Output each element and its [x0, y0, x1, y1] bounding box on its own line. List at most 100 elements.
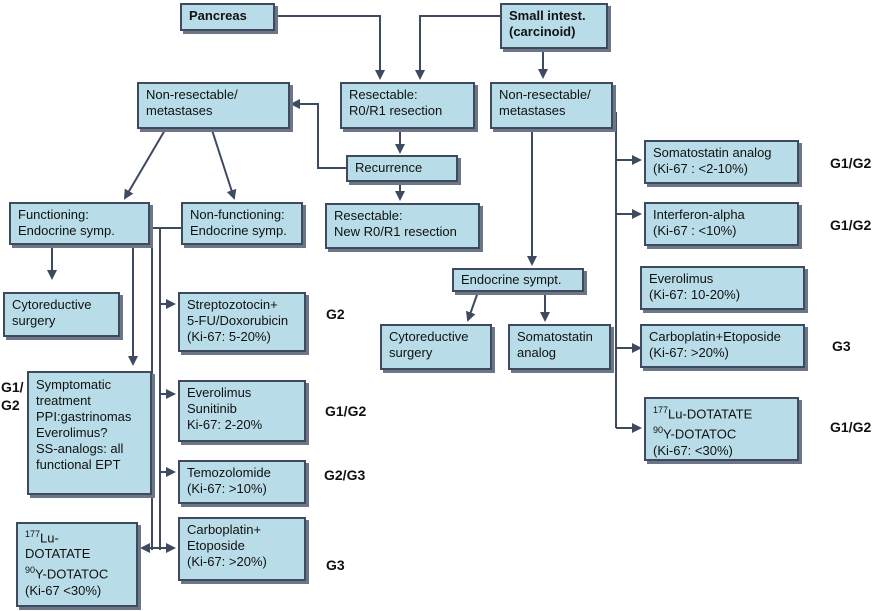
box-recurrence: Recurrence — [346, 155, 458, 182]
box-everolimus-right-line-2: (Ki-67: 10-20%) — [649, 287, 741, 302]
box-resectable-new-line-2: New R0/R1 resection — [334, 224, 457, 239]
box-everolimus-sunitinib-line-2: Sunitinib — [187, 401, 237, 416]
box-symptomatic-line-6: functional EPT — [36, 457, 121, 472]
arrow-endocrine-cytoreductive — [465, 291, 479, 322]
box-functioning-line-1: Functioning: — [18, 207, 89, 222]
box-resectable-new: Resectable: New R0/R1 resection — [325, 203, 480, 249]
lu-right-isotope-90: 90 — [653, 425, 664, 436]
box-small-intest: Small intest. (carcinoid) — [500, 3, 608, 49]
lu-right-isotope-177: 177 — [653, 405, 669, 415]
grade-somatostatin-right: G1/G2 — [830, 155, 872, 171]
box-pancreas: Pancreas — [180, 3, 275, 31]
grade-carboplatin-left: G3 — [326, 557, 345, 573]
arrow-pancreas-resectable — [275, 15, 385, 80]
box-lu-left-line-2: DOTATATE — [25, 546, 91, 562]
box-somatostatin-right-line-1: Somatostatin analog — [653, 145, 772, 160]
grade-lu-right: G1/G2 — [830, 419, 872, 435]
box-temozolomide: Temozolomide (Ki-67: >10%) — [178, 460, 306, 504]
box-carboplatin-right-line-2: (Ki-67: >20%) — [649, 345, 729, 360]
box-nonfunctioning-line-2: Endocrine symp. — [190, 223, 287, 238]
arrow-nonres-functioning — [123, 129, 166, 200]
box-carboplatin-right-line-1: Carboplatin+Etoposide — [649, 329, 781, 344]
box-symptomatic-line-1: Symptomatic — [36, 377, 112, 392]
box-symptomatic-line-3: PPI:gastrinomas — [36, 409, 132, 424]
box-somatostatin-analog-mid-line-1: Somatostatin — [517, 329, 593, 344]
arrow-recurrence-nonres-left — [290, 99, 346, 169]
grade-symptomatic-b: G2 — [1, 397, 20, 413]
lu-left-lu-text: Lu- — [40, 530, 59, 546]
box-nonresectable-left: Non-resectable/ metastases — [137, 82, 290, 129]
box-resectable-new-line-1: Resectable: — [334, 208, 403, 223]
box-carboplatin-right: Carboplatin+Etoposide (Ki-67: >20%) — [640, 324, 805, 368]
box-everolimus-sunitinib: Everolimus Sunitinib Ki-67: 2-20% — [178, 380, 306, 442]
box-cytoreductive-left-line-1: Cytoreductive — [12, 297, 92, 312]
box-carboplatin-left-line-3: (Ki-67: >20%) — [187, 554, 267, 569]
box-nonresectable-left-line-2: metastases — [146, 103, 213, 118]
box-somatostatin-analog-mid: Somatostatin analog — [508, 324, 611, 370]
box-everolimus-right-line-1: Everolimus — [649, 271, 714, 286]
grade-everolimus-sunitinib: G1/G2 — [325, 403, 367, 419]
box-streptozotocin-line-1: Streptozotocin+ — [187, 297, 278, 312]
box-lu-right-line-3: (Ki-67: <30%) — [653, 442, 733, 458]
box-cytoreductive-right-line-1: Cytoreductive — [389, 329, 469, 344]
lu-right-y-text: Y-DOTATOC — [663, 426, 737, 442]
grade-temozolomide: G2/G3 — [324, 467, 366, 483]
lu-right-lu-text: Lu-DOTATATE — [668, 406, 753, 422]
box-everolimus-sunitinib-line-3: Ki-67: 2-20% — [187, 417, 263, 432]
grade-symptomatic-a: G1/ — [1, 379, 24, 395]
box-nonresectable-left-line-1: Non-resectable/ — [146, 87, 238, 102]
lu-left-isotope-90: 90 — [25, 565, 36, 576]
box-cytoreductive-left: Cytoreductive surgery — [3, 292, 120, 337]
box-lu-left: 177Lu- DOTATATE 90Y-DOTATOC (Ki-67 <30%) — [16, 522, 138, 607]
box-carboplatin-left-line-2: Etoposide — [187, 538, 245, 553]
box-cytoreductive-left-line-2: surgery — [12, 313, 56, 328]
box-interferon-line-1: Interferon-alpha — [653, 207, 745, 222]
box-small-intest-line-2: (carcinoid) — [509, 24, 576, 39]
box-lu-left-line-4: (Ki-67 <30%) — [25, 582, 102, 598]
box-lu-left-line-3: 90Y-DOTATOC — [25, 562, 129, 582]
lu-left-y-text: Y-DOTATOC — [35, 566, 109, 582]
box-streptozotocin-line-2: 5-FU/Doxorubicin — [187, 313, 289, 328]
box-resectable: Resectable: R0/R1 resection — [340, 82, 475, 129]
box-functioning: Functioning: Endocrine symp. — [9, 202, 150, 245]
box-functioning-line-2: Endocrine symp. — [18, 223, 115, 238]
arrow-nonres-nonfunctioning — [211, 129, 237, 200]
box-pancreas-line: Pancreas — [189, 8, 247, 23]
box-cytoreductive-right: Cytoreductive surgery — [380, 324, 492, 370]
arrow-smallintest-resectable — [415, 15, 500, 80]
box-interferon-line-2: (Ki-67 : <10%) — [653, 223, 737, 238]
grade-streptozotocin: G2 — [326, 306, 345, 322]
box-resectable-line-2: R0/R1 resection — [349, 103, 443, 118]
box-temozolomide-line-2: (Ki-67: >10%) — [187, 481, 267, 496]
box-interferon: Interferon-alpha (Ki-67 : <10%) — [644, 202, 799, 246]
box-resectable-line-1: Resectable: — [349, 87, 418, 102]
box-nonresectable-right-line-2: metastases — [499, 103, 566, 118]
box-recurrence-line: Recurrence — [355, 160, 423, 175]
box-nonfunctioning: Non-functioning: Endocrine symp. — [181, 202, 303, 245]
box-symptomatic-line-2: treatment — [36, 393, 91, 408]
box-everolimus-right: Everolimus (Ki-67: 10-20%) — [640, 266, 805, 310]
box-symptomatic-line-5: SS-analogs: all — [36, 441, 124, 456]
box-carboplatin-left: Carboplatin+ Etoposide (Ki-67: >20%) — [178, 517, 306, 581]
box-carboplatin-left-line-1: Carboplatin+ — [187, 522, 262, 537]
box-nonresectable-right: Non-resectable/ metastases — [490, 82, 613, 129]
box-temozolomide-line-1: Temozolomide — [187, 465, 271, 480]
box-symptomatic: Symptomatic treatment PPI:gastrinomas Ev… — [27, 371, 152, 495]
box-streptozotocin: Streptozotocin+ 5-FU/Doxorubicin (Ki-67:… — [178, 292, 306, 352]
box-everolimus-sunitinib-line-1: Everolimus — [187, 385, 252, 400]
box-nonfunctioning-line-1: Non-functioning: — [190, 207, 285, 222]
grade-interferon: G1/G2 — [830, 217, 872, 233]
box-endocrine-sympt-line: Endocrine sympt. — [461, 272, 562, 287]
box-lu-left-line-1: 177Lu- — [25, 526, 129, 546]
box-somatostatin-analog-mid-line-2: analog — [517, 345, 557, 360]
box-somatostatin-right: Somatostatin analog (Ki-67 : <2-10%) — [644, 140, 799, 184]
box-lu-right-line-1: 177Lu-DOTATATE — [653, 402, 790, 422]
box-lu-right: 177Lu-DOTATATE 90Y-DOTATOC (Ki-67: <30%) — [644, 397, 799, 461]
lu-left-isotope-177: 177 — [25, 529, 41, 539]
box-lu-right-line-2: 90Y-DOTATOC — [653, 422, 790, 442]
box-endocrine-sympt: Endocrine sympt. — [452, 268, 584, 292]
box-nonresectable-right-line-1: Non-resectable/ — [499, 87, 591, 102]
box-cytoreductive-right-line-2: surgery — [389, 345, 433, 360]
box-symptomatic-line-4: Everolimus? — [36, 425, 108, 440]
